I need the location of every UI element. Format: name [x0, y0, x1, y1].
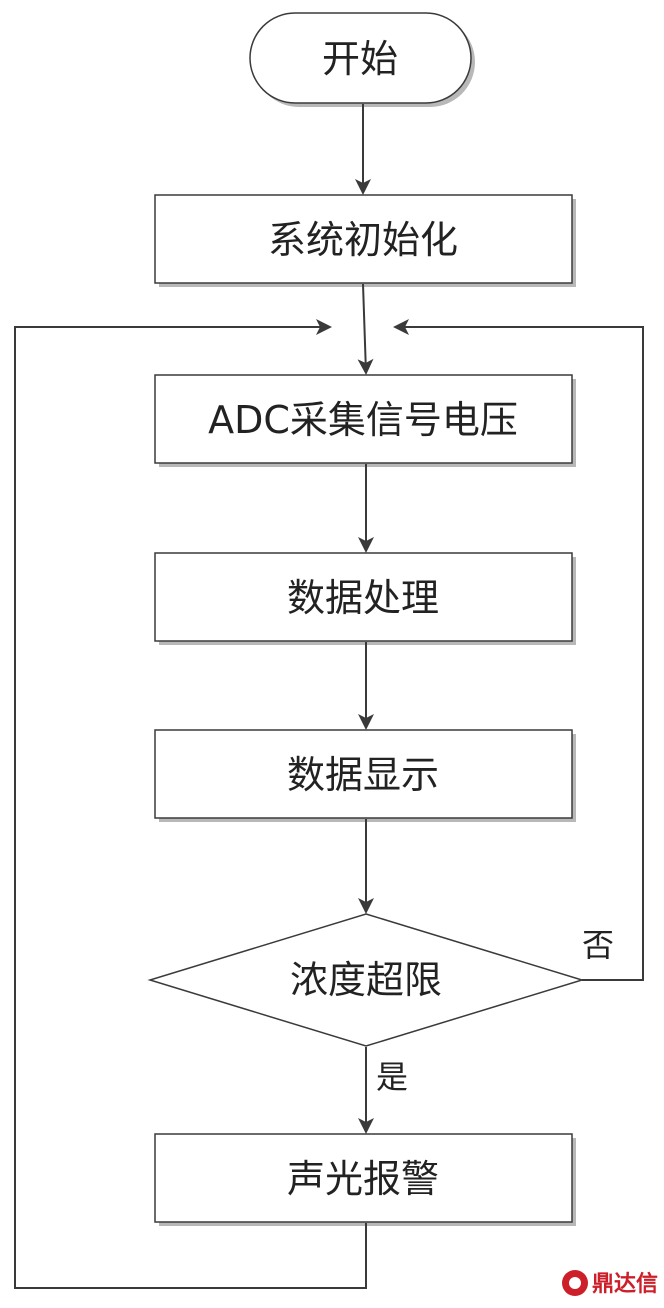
decision-label: 浓度超限 — [290, 958, 442, 1002]
process-node: 数据处理 — [154, 552, 576, 645]
branch-no-label: 否 — [582, 926, 614, 964]
alarm-node: 声光报警 — [154, 1133, 576, 1226]
init-node: 系统初始化 — [154, 194, 576, 287]
init-label: 系统初始化 — [268, 218, 458, 262]
watermark: 鼎达信 — [562, 1270, 658, 1297]
start-label: 开始 — [322, 37, 398, 81]
arrow-init-to-adc — [357, 283, 374, 375]
alarm-label: 声光报警 — [287, 1157, 439, 1201]
adc-node: ADC采集信号电压 — [154, 374, 576, 467]
loop-after-alarm — [14, 319, 367, 1289]
watermark-text: 鼎达信 — [592, 1271, 658, 1297]
display-label: 数据显示 — [287, 753, 439, 797]
start-node: 开始 — [249, 12, 475, 107]
decision-node: 浓度超限 — [147, 913, 585, 1047]
display-node: 数据显示 — [154, 729, 576, 822]
process-label: 数据处理 — [287, 576, 439, 620]
loop-no-branch — [393, 319, 644, 981]
branch-yes-label: 是 — [376, 1058, 408, 1096]
adc-label: ADC采集信号电压 — [208, 398, 518, 442]
